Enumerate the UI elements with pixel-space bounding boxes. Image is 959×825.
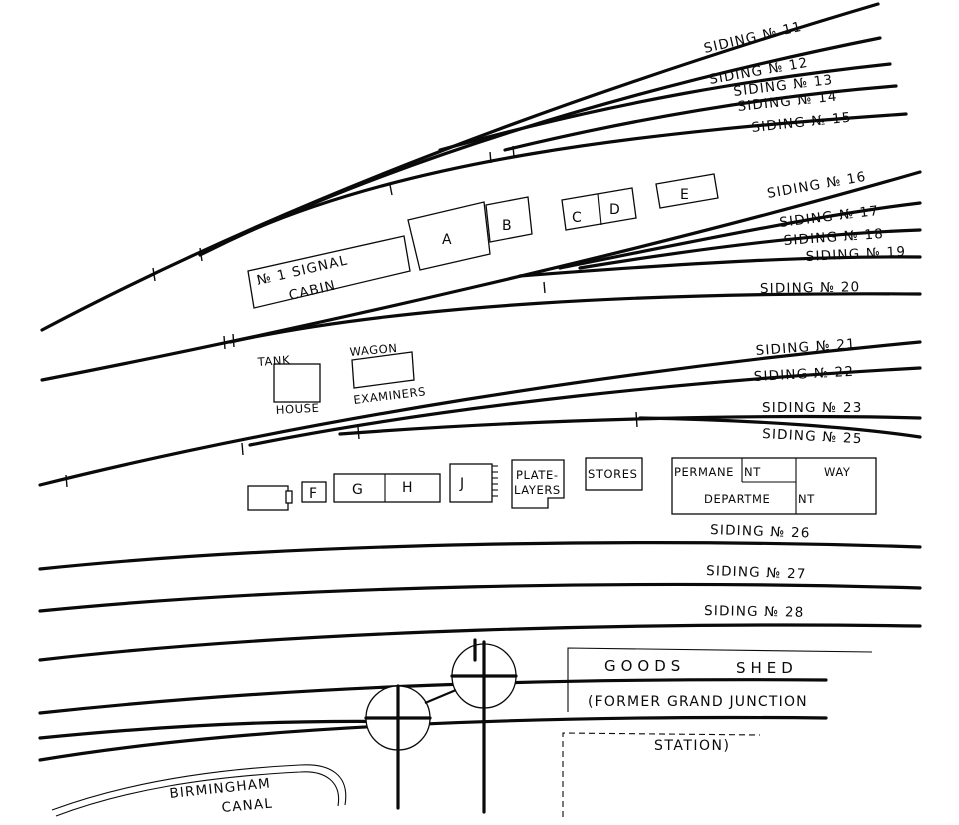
- platelayers-label-1: PLATE-: [516, 468, 559, 482]
- department-label-b: NT: [798, 492, 815, 506]
- canal-labels: BIRMINGHAM CANAL: [169, 775, 274, 816]
- track-siding-26: [38, 541, 922, 571]
- siding-18-label: SIDING № 18: [783, 226, 884, 249]
- station-label: STATION): [654, 738, 730, 754]
- permanent-way-department: PERMANE NT WAY DEPARTME NT: [671, 457, 877, 515]
- siding-labels: SIDING № 11 SIDING № 12 SIDING № 13 SIDI…: [702, 19, 906, 621]
- track-siding-19: [518, 255, 922, 278]
- building-gh: G H: [333, 473, 441, 503]
- building-g-label: G: [352, 482, 364, 498]
- building-j: J: [449, 463, 498, 503]
- signal-cabin: № 1 SIGNAL CABIN: [247, 235, 411, 309]
- turntable-link: [424, 688, 457, 705]
- building-cd: C D: [561, 187, 637, 231]
- goods-label: GOODS: [604, 657, 685, 675]
- siding-15-label: SIDING № 15: [751, 110, 853, 136]
- siding-25-label: SIDING № 25: [762, 426, 863, 447]
- siding-26-label: SIDING № 26: [710, 522, 811, 541]
- canal-bank-inner: [55, 771, 340, 817]
- building-j-label: J: [459, 476, 465, 492]
- wagon-examiners: WAGON EXAMINERS: [349, 341, 427, 407]
- signal-cabin-box: [247, 235, 411, 309]
- examiners-label: EXAMINERS: [353, 384, 427, 407]
- canal-bank-outer: [51, 764, 347, 811]
- platelayers-label-2: LAYERS: [514, 483, 561, 497]
- siding-11-label: SIDING № 11: [702, 19, 804, 57]
- siding-16-label: SIDING № 16: [766, 169, 868, 202]
- track-siding-14: [503, 84, 898, 152]
- siding-21-label: SIDING № 21: [755, 336, 856, 359]
- siding-20-label: SIDING № 20: [760, 279, 861, 297]
- siding-27-label: SIDING № 27: [706, 563, 807, 582]
- stores-label: STORES: [588, 467, 638, 481]
- upper-siding-fan: [40, 2, 908, 332]
- permanent-label-a: PERMANE: [674, 465, 734, 479]
- siding-22-label: SIDING № 22: [753, 364, 854, 385]
- track-siding-22: [248, 366, 922, 447]
- tank-label: TANK: [256, 353, 290, 369]
- track-siding-28: [38, 623, 922, 662]
- canal-label-2: CANAL: [221, 796, 274, 816]
- former-station-outline: [562, 732, 761, 817]
- building-e-label: E: [680, 187, 690, 203]
- track-siding-17: [558, 201, 922, 270]
- stores: STORES: [585, 457, 643, 491]
- house-label: HOUSE: [275, 401, 319, 417]
- lower-siding-fan: [38, 340, 922, 487]
- track-siding-15: [228, 112, 908, 242]
- track-siding-18: [578, 228, 922, 270]
- building-b-label: B: [502, 218, 513, 234]
- way-label: WAY: [824, 465, 851, 479]
- middle-siding-fan: [40, 170, 922, 382]
- track-siding-27: [38, 582, 922, 613]
- building-unlabelled: [247, 485, 293, 511]
- building-a-label: A: [442, 232, 453, 248]
- building-f-label: F: [309, 486, 318, 502]
- siding-19-label: SIDING № 19: [805, 244, 906, 265]
- point-ticks: [65, 145, 638, 748]
- building-f: F: [301, 481, 327, 503]
- track-goods-shed-1: [38, 678, 828, 715]
- track-main-middle: [40, 170, 922, 382]
- track-main-lower: [38, 340, 922, 487]
- platelayers: PLATE- LAYERS: [511, 459, 565, 509]
- department-label-a: DEPARTME: [704, 492, 770, 506]
- tank-house: TANK HOUSE: [256, 353, 321, 417]
- building-b: B: [485, 196, 533, 243]
- shed-label: SHED: [736, 659, 798, 677]
- track-siding-20: [228, 292, 922, 344]
- permanent-label-b: NT: [744, 465, 761, 479]
- goods-shed-labels: GOODS SHED (FORMER GRAND JUNCTION STATIO…: [588, 657, 808, 754]
- building-c-label: C: [572, 210, 583, 226]
- siding-23-label: SIDING № 23: [762, 400, 863, 416]
- track-siding-25: [638, 416, 922, 439]
- track-main-upper: [40, 2, 880, 332]
- former-grand-junction-label: (FORMER GRAND JUNCTION: [588, 694, 808, 710]
- goods-shed-outline: [567, 647, 873, 712]
- building-a: A: [407, 201, 491, 271]
- building-e: E: [655, 173, 719, 209]
- wagon-turntables: [364, 638, 518, 814]
- building-d-label: D: [609, 202, 621, 218]
- track-siding-13: [438, 62, 892, 152]
- siding-28-label: SIDING № 28: [704, 603, 805, 621]
- wagon-label: WAGON: [349, 341, 398, 359]
- building-h-label: H: [402, 480, 414, 496]
